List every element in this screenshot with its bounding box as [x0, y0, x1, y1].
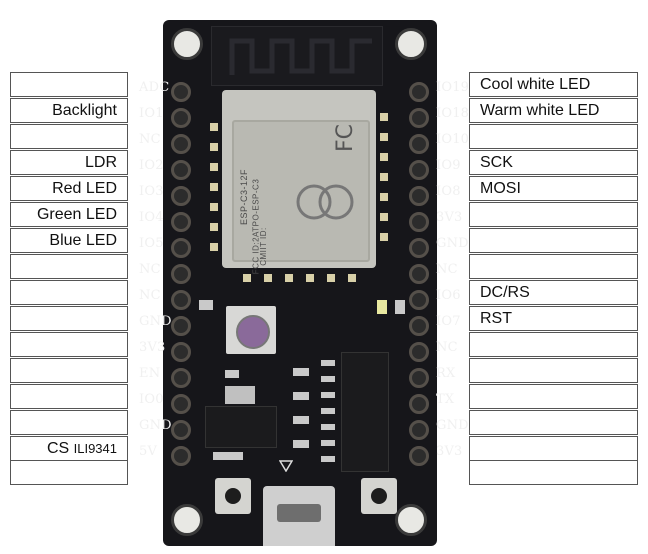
- pin-name-left: IO2: [139, 158, 164, 173]
- left-label: Green LED: [10, 202, 128, 227]
- left-label: [10, 410, 128, 435]
- right-label: SCK: [469, 150, 638, 175]
- pin-name-right: IO7: [436, 314, 461, 329]
- rgb-led: [226, 306, 276, 354]
- left-label: Backlight: [10, 98, 128, 123]
- esp-module: FC ESP-C3-12F FCC ID:2ATPO-ESP-C3 CMIIT …: [222, 90, 376, 274]
- left-label-cs-main: CS: [46, 440, 70, 457]
- module-cmiit-text: CMIIT ID:: [258, 227, 268, 266]
- pin-name-right: RX: [436, 366, 456, 381]
- right-label: [469, 384, 638, 409]
- pin-name-left: NC: [139, 288, 161, 303]
- pin-name-right: 3V3: [436, 444, 463, 459]
- left-label: [10, 358, 128, 383]
- left-label-cs-suffix: ILI9341: [73, 441, 117, 456]
- pin-name-left: 3V3: [139, 340, 166, 355]
- pin-name-left: IO1: [139, 106, 164, 121]
- left-label: [10, 280, 128, 305]
- pin-name-right: GND: [436, 236, 469, 251]
- smd-component: [293, 392, 309, 400]
- mounting-hole-top-right: [395, 28, 427, 60]
- pin-name-left: IO0: [139, 392, 164, 407]
- pin-name-left: GND: [139, 314, 172, 329]
- left-label: Blue LED: [10, 228, 128, 253]
- boot-button[interactable]: [361, 478, 397, 514]
- pin-name-right: NC: [436, 340, 458, 355]
- pcb-antenna: [211, 26, 383, 86]
- right-label: [469, 460, 638, 485]
- right-label: RST: [469, 306, 638, 331]
- left-label: [10, 306, 128, 331]
- pin-name-right: IO18: [436, 106, 470, 121]
- smd-component: [199, 300, 213, 310]
- right-label: [469, 410, 638, 435]
- micro-usb-port: [263, 486, 335, 546]
- pin-name-right: GND: [436, 418, 469, 433]
- voltage-regulator-chip: [205, 406, 277, 448]
- triangle-marker-icon: [279, 460, 293, 472]
- right-label: [469, 228, 638, 253]
- right-label: [469, 358, 638, 383]
- mounting-hole-bottom-right: [395, 504, 427, 536]
- smd-component: [225, 386, 255, 404]
- reset-button[interactable]: [215, 478, 251, 514]
- pin-name-left: GND: [139, 418, 172, 433]
- pin-name-left: IO4: [139, 210, 164, 225]
- left-label: Red LED: [10, 176, 128, 201]
- pin-name-right: IO8: [436, 184, 461, 199]
- left-label: [10, 124, 128, 149]
- left-label: [10, 384, 128, 409]
- pin-name-right: TX: [436, 392, 455, 407]
- smd-component: [213, 452, 243, 460]
- left-label: [10, 332, 128, 357]
- pin-name-left: NC: [139, 132, 161, 147]
- pin-name-right: IO10: [436, 132, 470, 147]
- right-label: [469, 124, 638, 149]
- pin-name-left: IO5: [139, 236, 164, 251]
- fcc-logo-icon: FC: [333, 124, 358, 152]
- mounting-hole-top-left: [171, 28, 203, 60]
- usb-uart-chip: [341, 352, 389, 472]
- left-label: [10, 254, 128, 279]
- smd-component: [395, 300, 405, 314]
- smd-component: [293, 416, 309, 424]
- dev-board: FC ESP-C3-12F FCC ID:2ATPO-ESP-C3 CMIIT …: [139, 20, 469, 546]
- pin-name-right: NC: [436, 262, 458, 277]
- left-label: [10, 72, 128, 97]
- right-label: [469, 332, 638, 357]
- pin-name-left: IO3: [139, 184, 164, 199]
- pin-name-right: IO6: [436, 288, 461, 303]
- right-label: [469, 202, 638, 227]
- pin-name-left: EN: [139, 366, 161, 381]
- pin-name-right: 3V3: [436, 210, 463, 225]
- antenna-trace-icon: [229, 38, 372, 75]
- left-label-cs: CS ILI9341: [10, 436, 128, 461]
- pin-name-left: 5V: [139, 444, 158, 459]
- left-label: [10, 460, 128, 485]
- pin-name-left: ADC: [139, 80, 170, 95]
- left-label: LDR: [10, 150, 128, 175]
- mounting-hole-bottom-left: [171, 504, 203, 536]
- module-model-text: ESP-C3-12F: [239, 168, 250, 226]
- smd-component: [293, 368, 309, 376]
- right-label: Cool white LED: [469, 72, 638, 97]
- smd-component: [225, 370, 239, 378]
- right-label: Warm white LED: [469, 98, 638, 123]
- smd-component: [293, 440, 309, 448]
- status-led-smd: [377, 300, 387, 314]
- pin-name-left: NC: [139, 262, 161, 277]
- pin-name-right: IO9: [436, 158, 461, 173]
- right-label: [469, 436, 638, 461]
- right-label: [469, 254, 638, 279]
- ce-mark-icon: [296, 184, 332, 220]
- module-markings-icon: FC: [296, 124, 358, 220]
- right-label: MOSI: [469, 176, 638, 201]
- right-label: DC/RS: [469, 280, 638, 305]
- pin-name-right: IO19: [436, 80, 470, 95]
- module-shield: FC ESP-C3-12F FCC ID:2ATPO-ESP-C3 CMIIT …: [232, 120, 370, 274]
